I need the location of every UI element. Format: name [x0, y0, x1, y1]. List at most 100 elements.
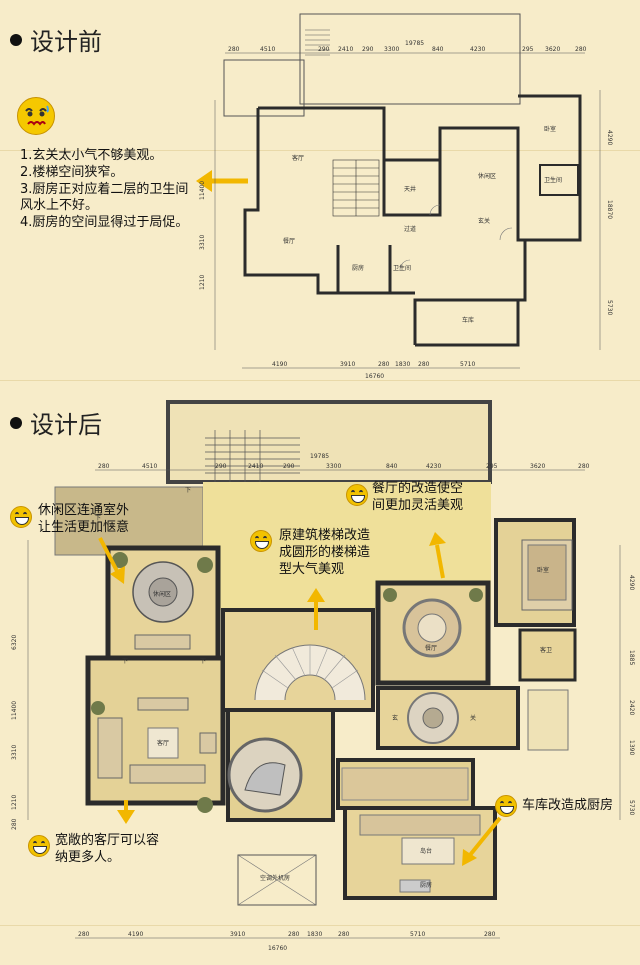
svg-text:1830: 1830 — [395, 361, 410, 368]
svg-text:3310: 3310 — [11, 745, 18, 760]
room-label: 空调外机房 — [260, 874, 290, 882]
svg-text:2420: 2420 — [628, 700, 635, 715]
svg-text:280: 280 — [484, 931, 496, 938]
note-item: 1.玄关太小气不够美观。 — [20, 148, 163, 163]
svg-text:下: 下 — [200, 658, 206, 665]
smiley-icon — [346, 484, 368, 506]
caption-living: 宽敞的客厅可以容 纳更多人。 — [55, 832, 159, 866]
smiley-icon — [10, 506, 32, 528]
svg-text:11400: 11400 — [199, 181, 206, 200]
svg-text:1830: 1830 — [307, 931, 322, 938]
room-label: 客厅 — [292, 154, 304, 162]
before-title: 设计前 — [30, 28, 102, 56]
svg-text:295: 295 — [486, 463, 498, 470]
svg-text:3300: 3300 — [326, 463, 341, 470]
caption-line: 纳更多人。 — [55, 850, 121, 865]
svg-text:5710: 5710 — [410, 931, 425, 938]
caption-leisure: 休闲区连通室外 让生活更加惬意 — [38, 502, 129, 536]
svg-text:290: 290 — [215, 463, 227, 470]
svg-text:290: 290 — [318, 46, 330, 53]
note-item: 3.厨房正对应着二层的卫生间风水上不好。 — [20, 182, 189, 213]
before-heading: 设计前 — [10, 22, 102, 57]
svg-text:4290: 4290 — [606, 130, 613, 145]
room-label: 车库 — [462, 316, 474, 324]
svg-text:19785: 19785 — [310, 453, 329, 460]
svg-text:280: 280 — [578, 463, 590, 470]
room-label: 天井 — [404, 185, 416, 193]
svg-text:2410: 2410 — [248, 463, 263, 470]
smiley-icon — [28, 835, 50, 857]
room-label: 厨房 — [420, 881, 432, 889]
room-label: 卧室 — [537, 566, 549, 574]
caption-stair: 原建筑楼梯改造 成圆形的楼梯造 型大气美观 — [279, 527, 370, 578]
svg-text:3620: 3620 — [530, 463, 545, 470]
svg-text:16760: 16760 — [268, 945, 287, 952]
caption-line: 型大气美观 — [279, 562, 345, 577]
svg-text:下: 下 — [122, 658, 128, 665]
svg-text:下: 下 — [95, 515, 101, 522]
svg-text:840: 840 — [432, 46, 444, 53]
room-label: 关 — [470, 714, 476, 722]
svg-text:290: 290 — [362, 46, 374, 53]
room-label: 餐厅 — [283, 237, 295, 245]
svg-text:3620: 3620 — [545, 46, 560, 53]
caption-dining: 餐厅的改造使空 间更加灵活美观 — [372, 480, 463, 514]
after-heading: 设计后 — [10, 405, 102, 440]
smiley-icon — [250, 530, 272, 552]
svg-text:280: 280 — [228, 46, 240, 53]
caption-line: 间更加灵活美观 — [372, 498, 464, 513]
caption-line: 宽敞的客厅可以容 — [55, 833, 160, 848]
svg-text:4190: 4190 — [128, 931, 143, 938]
smiley-icon — [495, 795, 517, 817]
caption-garage: 车库改造成厨房 — [522, 797, 613, 814]
note-item: 2.楼梯空间狭窄。 — [20, 165, 124, 180]
svg-text:11400: 11400 — [11, 701, 18, 720]
svg-text:3910: 3910 — [230, 931, 245, 938]
svg-text:280: 280 — [11, 818, 18, 830]
svg-text:16760: 16760 — [365, 373, 384, 380]
svg-text:2410: 2410 — [338, 46, 353, 53]
svg-text:295: 295 — [522, 46, 534, 53]
svg-text:18870: 18870 — [606, 200, 613, 219]
svg-text:280: 280 — [338, 931, 350, 938]
svg-text:4230: 4230 — [426, 463, 441, 470]
svg-text:6320: 6320 — [11, 635, 18, 650]
room-label: 玄 — [392, 714, 398, 722]
room-label: 客厅 — [157, 739, 169, 747]
svg-text:5730: 5730 — [628, 800, 635, 815]
room-label: 过道 — [404, 225, 416, 233]
svg-text:290: 290 — [283, 463, 295, 470]
svg-text:下: 下 — [185, 487, 191, 494]
note-item: 4.厨房的空间显得过于局促。 — [20, 215, 189, 230]
caption-line: 让生活更加惬意 — [38, 520, 130, 535]
room-label: 休闲区 — [478, 172, 496, 180]
room-label: 休闲区 — [153, 590, 171, 598]
caption-line: 休闲区连通室外 — [38, 503, 130, 518]
svg-text:1210: 1210 — [199, 275, 206, 290]
room-label: 卫生间 — [393, 264, 411, 272]
svg-text:5710: 5710 — [460, 361, 475, 368]
svg-text:280: 280 — [288, 931, 300, 938]
room-label: 卫生间 — [544, 176, 562, 184]
svg-text:840: 840 — [386, 463, 398, 470]
svg-text:1390: 1390 — [628, 740, 635, 755]
svg-text:4290: 4290 — [628, 575, 635, 590]
bullet-dot — [10, 416, 22, 429]
svg-text:4510: 4510 — [260, 46, 275, 53]
svg-text:4230: 4230 — [470, 46, 485, 53]
arrow-head-icon — [196, 170, 212, 192]
room-label: 餐厅 — [425, 644, 437, 652]
after-title: 设计后 — [30, 411, 102, 439]
svg-text:5730: 5730 — [606, 300, 613, 315]
svg-text:280: 280 — [78, 931, 90, 938]
caption-line: 车库改造成厨房 — [522, 798, 614, 813]
svg-text:19785: 19785 — [405, 40, 424, 47]
svg-text:1885: 1885 — [628, 650, 635, 665]
room-label: 玄关 — [478, 217, 490, 225]
svg-text:3300: 3300 — [384, 46, 399, 53]
room-label: 厨房 — [352, 264, 364, 272]
svg-text:280: 280 — [418, 361, 430, 368]
caption-line: 成圆形的楼梯造 — [279, 545, 371, 560]
